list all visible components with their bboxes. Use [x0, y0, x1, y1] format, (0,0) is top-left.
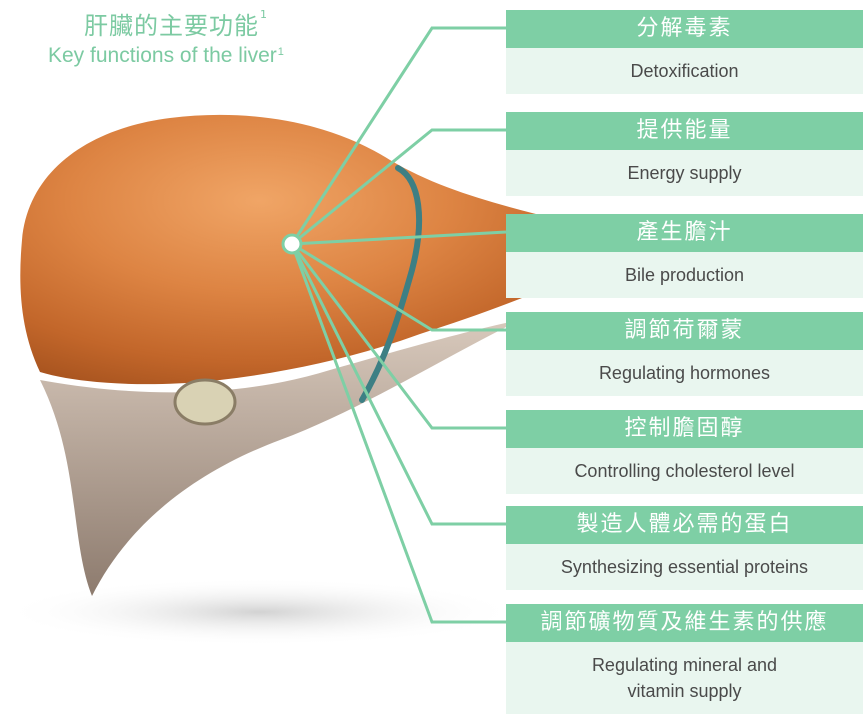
- function-label-zh: 製造人體必需的蛋白: [506, 506, 863, 544]
- function-panel-detox: 分解毒素 Detoxification: [506, 10, 863, 94]
- function-panel-energy: 提供能量 Energy supply: [506, 112, 863, 196]
- function-label-en: Regulating mineral and vitamin supply: [506, 642, 863, 714]
- title-zh-text: 肝臟的主要功能: [84, 12, 259, 40]
- function-label-zh: 分解毒素: [506, 10, 863, 48]
- function-panel-minerals: 調節礦物質及維生素的供應 Regulating mineral and vita…: [506, 604, 863, 714]
- liver-shadow: [0, 578, 520, 646]
- function-label-zh: 產生膽汁: [506, 214, 863, 252]
- function-label-en: Bile production: [506, 252, 863, 298]
- function-label-en: Synthesizing essential proteins: [506, 544, 863, 590]
- function-label-zh: 調節荷爾蒙: [506, 312, 863, 350]
- function-label-zh: 控制膽固醇: [506, 410, 863, 448]
- function-label-en: Regulating hormones: [506, 350, 863, 396]
- function-label-en: Controlling cholesterol level: [506, 448, 863, 494]
- title-en-footnote: 1: [278, 46, 284, 58]
- function-panel-proteins: 製造人體必需的蛋白 Synthesizing essential protein…: [506, 506, 863, 590]
- function-label-zh: 提供能量: [506, 112, 863, 150]
- function-panel-bile: 產生膽汁 Bile production: [506, 214, 863, 298]
- function-label-zh: 調節礦物質及維生素的供應: [506, 604, 863, 642]
- function-panel-cholesterol: 控制膽固醇 Controlling cholesterol level: [506, 410, 863, 494]
- function-label-en: Detoxification: [506, 48, 863, 94]
- hub-node: [283, 235, 301, 253]
- title-zh: 肝臟的主要功能1: [84, 6, 268, 41]
- title-en: Key functions of the liver1: [48, 44, 284, 68]
- function-label-en: Energy supply: [506, 150, 863, 196]
- liver-lobe: [20, 115, 589, 384]
- function-panel-hormones: 調節荷爾蒙 Regulating hormones: [506, 312, 863, 396]
- title-zh-footnote: 1: [260, 8, 268, 21]
- title-en-text: Key functions of the liver: [48, 44, 277, 67]
- gallbladder: [175, 380, 235, 424]
